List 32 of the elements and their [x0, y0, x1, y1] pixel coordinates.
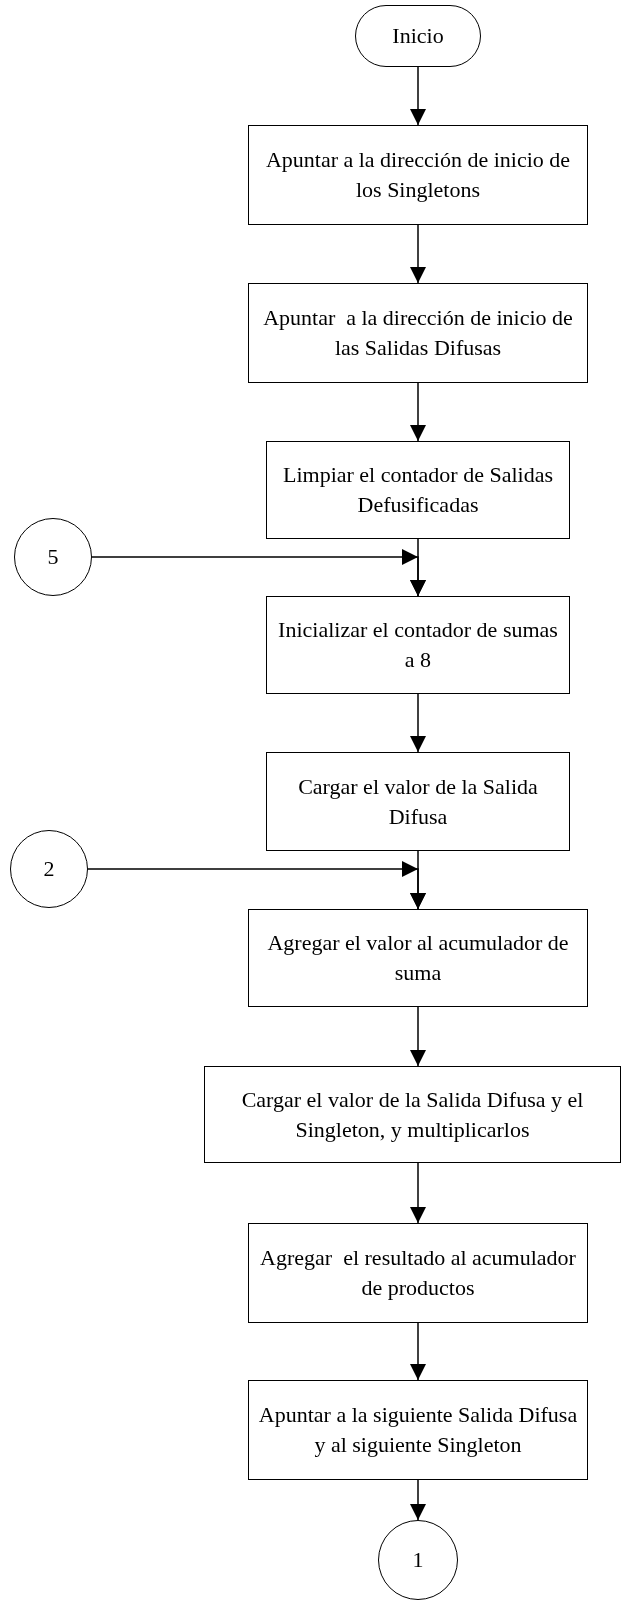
node-text: Agregar el valor al acumulador de suma: [266, 929, 570, 987]
node-text: Apuntar a la dirección de inicio de los Singletons: [264, 146, 572, 204]
node-text: Apuntar a la siguiente Salida Difusa y al siguiente Singleton: [257, 1401, 579, 1459]
process-box: [266, 752, 570, 851]
process-box: [266, 596, 570, 694]
node-text: 2: [43, 855, 55, 884]
process-box: [204, 1066, 621, 1163]
node-text: Inicializar el contador de sumas a 8: [277, 616, 559, 674]
arrow: [410, 1006, 426, 1067]
arrow: [410, 1479, 426, 1521]
arrow: [91, 549, 426, 597]
arrow: [410, 1162, 426, 1224]
process-box: [266, 441, 570, 539]
process-box: [248, 125, 588, 225]
arrow: [410, 382, 426, 442]
node-text: Cargar el valor de la Salida Difusa: [297, 772, 539, 831]
node-text: 1: [412, 1546, 424, 1575]
arrow: [410, 224, 426, 284]
node-text: Agregar el resultado al acumulador de productos: [259, 1244, 577, 1302]
node-text: Cargar el valor de la Salida Difusa y el Singleton, y multiplicarlos: [240, 1085, 585, 1144]
process-box: [248, 909, 588, 1007]
process-box: [248, 1380, 588, 1480]
node-text: Apuntar a la dirección de inicio de las Salidas Difusas: [262, 304, 574, 362]
node-text: 5: [47, 543, 59, 572]
node-text: Limpiar el contador de Salidas Defusificadas: [282, 461, 554, 519]
process-box: [248, 283, 588, 383]
arrow: [410, 1322, 426, 1381]
arrow: [87, 861, 426, 910]
arrow: [410, 66, 426, 126]
arrow: [410, 693, 426, 753]
node-text: Inicio: [392, 22, 444, 51]
process-box: [248, 1223, 588, 1323]
